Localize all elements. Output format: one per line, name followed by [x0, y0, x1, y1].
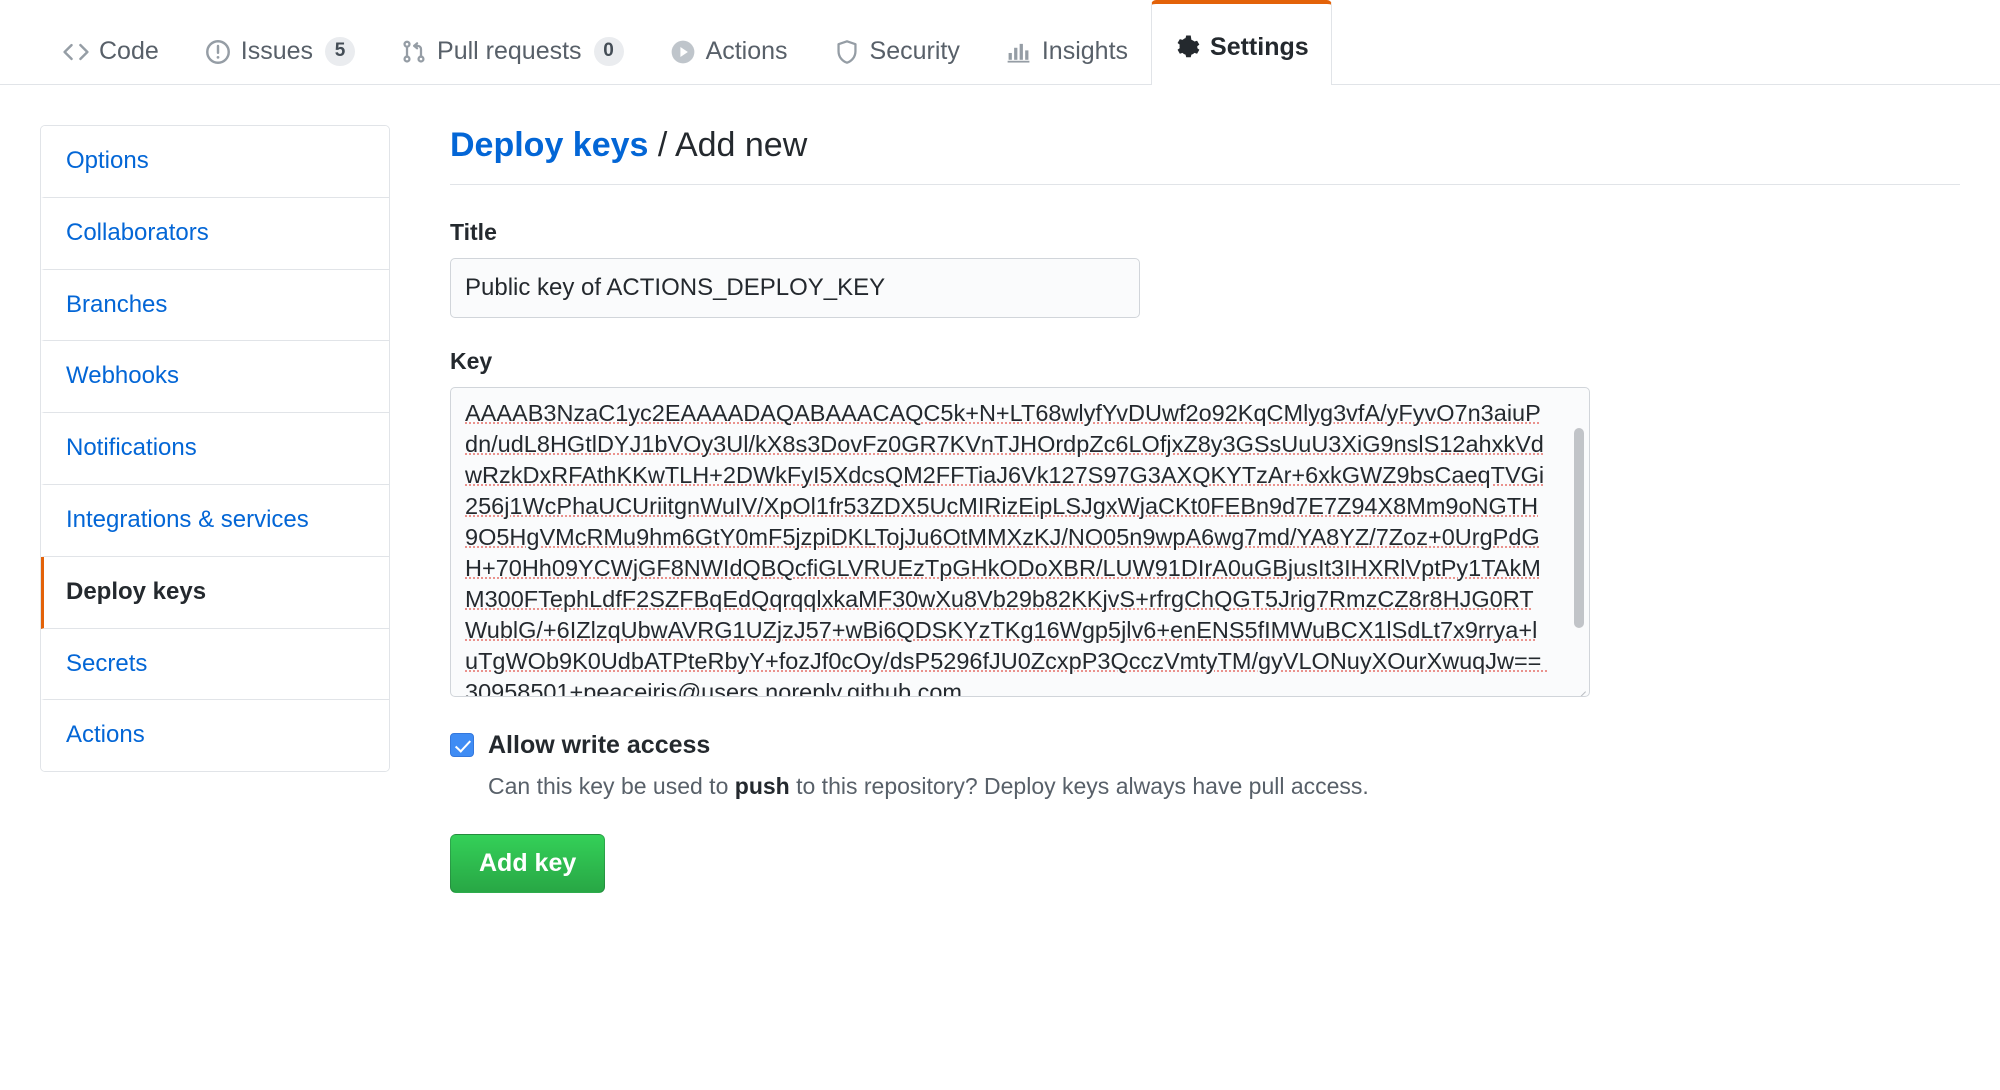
- breadcrumb-separator: /: [657, 126, 668, 164]
- key-scrollbar-thumb[interactable]: [1574, 427, 1584, 628]
- sidebar-item-actions[interactable]: Actions: [41, 700, 389, 772]
- issue-icon: [205, 39, 231, 65]
- graph-icon: [1006, 39, 1032, 65]
- nav-tab-label: Actions: [705, 37, 788, 65]
- nav-tab-label: Security: [869, 37, 960, 65]
- issues-count-badge: 5: [325, 37, 356, 66]
- sidebar-item-notifications[interactable]: Notifications: [41, 413, 389, 485]
- nav-tab-label: Issues: [240, 37, 314, 65]
- key-label: Key: [450, 347, 493, 374]
- page-title: Deploy keys / Add new: [450, 125, 1960, 185]
- help-suffix: to this repository? Deploy keys always h…: [789, 772, 1369, 799]
- settings-sidebar: Options Collaborators Branches Webhooks …: [40, 125, 390, 773]
- allow-write-access-help: Can this key be used to push to this rep…: [488, 770, 1960, 802]
- sidebar-item-secrets[interactable]: Secrets: [41, 628, 389, 701]
- gear-icon: [1174, 34, 1200, 61]
- help-bold-push: push: [734, 772, 790, 799]
- repo-nav: Code Issues 5 Pull requests 0 Actions Se…: [0, 0, 2000, 85]
- key-scrollbar-track[interactable]: [1573, 389, 1587, 694]
- settings-page: Options Collaborators Branches Webhooks …: [0, 85, 2000, 893]
- nav-tab-issues[interactable]: Issues 5: [182, 17, 378, 85]
- breadcrumb-current: Add new: [674, 126, 808, 164]
- nav-tab-pull-requests[interactable]: Pull requests 0: [378, 17, 647, 85]
- key-textarea[interactable]: AAAAB3NzaC1yc2EAAAADAQABAAACAQC5k+N+LT68…: [450, 386, 1590, 697]
- nav-tab-label: Code: [99, 37, 159, 65]
- nav-tab-label: Settings: [1210, 33, 1309, 61]
- nav-tab-insights[interactable]: Insights: [983, 17, 1151, 85]
- play-icon: [670, 39, 696, 65]
- nav-tab-label: Pull requests: [437, 37, 582, 65]
- nav-tab-label: Insights: [1041, 37, 1129, 65]
- title-input[interactable]: [450, 257, 1140, 318]
- allow-write-access-checkbox[interactable]: [450, 733, 474, 758]
- sidebar-item-branches[interactable]: Branches: [41, 269, 389, 342]
- help-prefix: Can this key be used to: [488, 772, 735, 799]
- key-field-group: Key AAAAB3NzaC1yc2EAAAADAQABAAACAQC5k+N+…: [450, 348, 1960, 697]
- nav-tab-security[interactable]: Security: [811, 17, 983, 85]
- sidebar-item-webhooks[interactable]: Webhooks: [41, 341, 389, 414]
- title-label: Title: [450, 218, 497, 245]
- title-field-group: Title: [450, 219, 1960, 318]
- code-icon: [63, 39, 89, 65]
- add-key-button[interactable]: Add key: [450, 833, 606, 893]
- pull-requests-count-badge: 0: [593, 37, 624, 66]
- git-pull-icon: [401, 39, 427, 65]
- sidebar-item-collaborators[interactable]: Collaborators: [41, 197, 389, 270]
- shield-icon: [834, 39, 860, 65]
- nav-tab-settings[interactable]: Settings: [1151, 0, 1332, 85]
- main-content: Deploy keys / Add new Title Key AAAAB3Nz…: [390, 125, 1960, 893]
- allow-write-access-row[interactable]: Allow write access: [450, 731, 1960, 760]
- nav-tab-actions[interactable]: Actions: [647, 17, 811, 85]
- allow-write-access-label[interactable]: Allow write access: [488, 730, 711, 759]
- sidebar-item-integrations-services[interactable]: Integrations & services: [41, 484, 389, 557]
- key-textarea-value: AAAAB3NzaC1yc2EAAAADAQABAAACAQC5k+N+LT68…: [465, 399, 1548, 697]
- sidebar-item-options[interactable]: Options: [41, 126, 389, 198]
- breadcrumb-deploy-keys-link[interactable]: Deploy keys: [450, 126, 649, 164]
- nav-tab-code[interactable]: Code: [40, 17, 182, 85]
- sidebar-item-deploy-keys[interactable]: Deploy keys: [41, 556, 389, 629]
